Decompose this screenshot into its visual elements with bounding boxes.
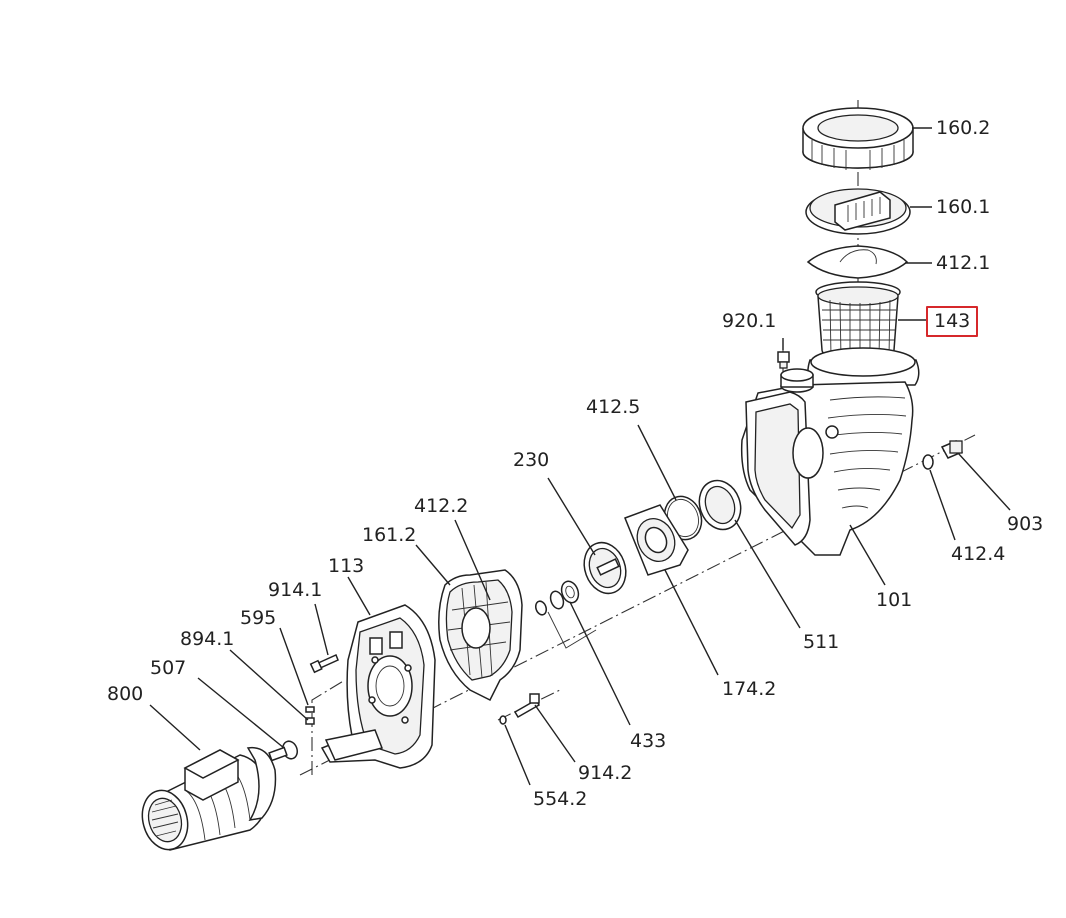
label-554-2: 554.2 xyxy=(533,788,588,810)
impeller-part-230 xyxy=(583,541,627,595)
label-433: 433 xyxy=(630,730,667,752)
o-ring-part-412-4 xyxy=(922,454,934,470)
label-903: 903 xyxy=(1007,513,1044,535)
label-894-1: 894.1 xyxy=(180,628,235,650)
pump-housing-part-101 xyxy=(740,347,920,556)
leader-lines xyxy=(149,127,1011,786)
motor-part-800 xyxy=(141,746,288,851)
label-174-2: 174.2 xyxy=(722,678,777,700)
screw-part-914-2 xyxy=(513,693,541,719)
label-412-5: 412.5 xyxy=(586,396,641,418)
plug-part-920-1 xyxy=(777,351,790,369)
label-800: 800 xyxy=(107,683,144,705)
cover-part-160-1 xyxy=(805,188,911,235)
washer-part-894-1 xyxy=(305,717,315,725)
label-160-2: 160.2 xyxy=(936,117,991,139)
strainer-basket-part-143 xyxy=(815,281,901,361)
label-914-2: 914.2 xyxy=(578,762,633,784)
lid-ring-part-160-2 xyxy=(802,107,914,170)
washer-part-554-2 xyxy=(499,715,507,725)
label-412-1: 412.1 xyxy=(936,252,991,274)
label-511: 511 xyxy=(803,631,840,653)
bracket-part-113 xyxy=(320,604,436,769)
label-920-1: 920.1 xyxy=(722,310,777,332)
label-412-4: 412.4 xyxy=(951,543,1006,565)
label-143-highlighted: 143 xyxy=(926,306,979,337)
ring-part-511 xyxy=(698,479,742,531)
pin-part-595 xyxy=(305,706,315,713)
label-160-1: 160.1 xyxy=(936,196,991,218)
label-230: 230 xyxy=(513,449,550,471)
label-914-1: 914.1 xyxy=(268,579,323,601)
mechanical-seal-part-433 xyxy=(534,580,597,649)
seal-housing-part-161-2 xyxy=(438,569,523,702)
bracket-axis-line xyxy=(311,679,346,775)
drain-plug-part-903 xyxy=(940,440,964,459)
label-595: 595 xyxy=(240,607,277,629)
label-161-2: 161.2 xyxy=(362,524,417,546)
screw-part-914-1 xyxy=(309,653,339,674)
o-ring-part-412-1 xyxy=(806,245,909,279)
label-101: 101 xyxy=(876,589,913,611)
label-412-2: 412.2 xyxy=(414,495,469,517)
diffuser-part-174-2 xyxy=(624,504,689,576)
label-507: 507 xyxy=(150,657,187,679)
label-113: 113 xyxy=(328,555,365,577)
